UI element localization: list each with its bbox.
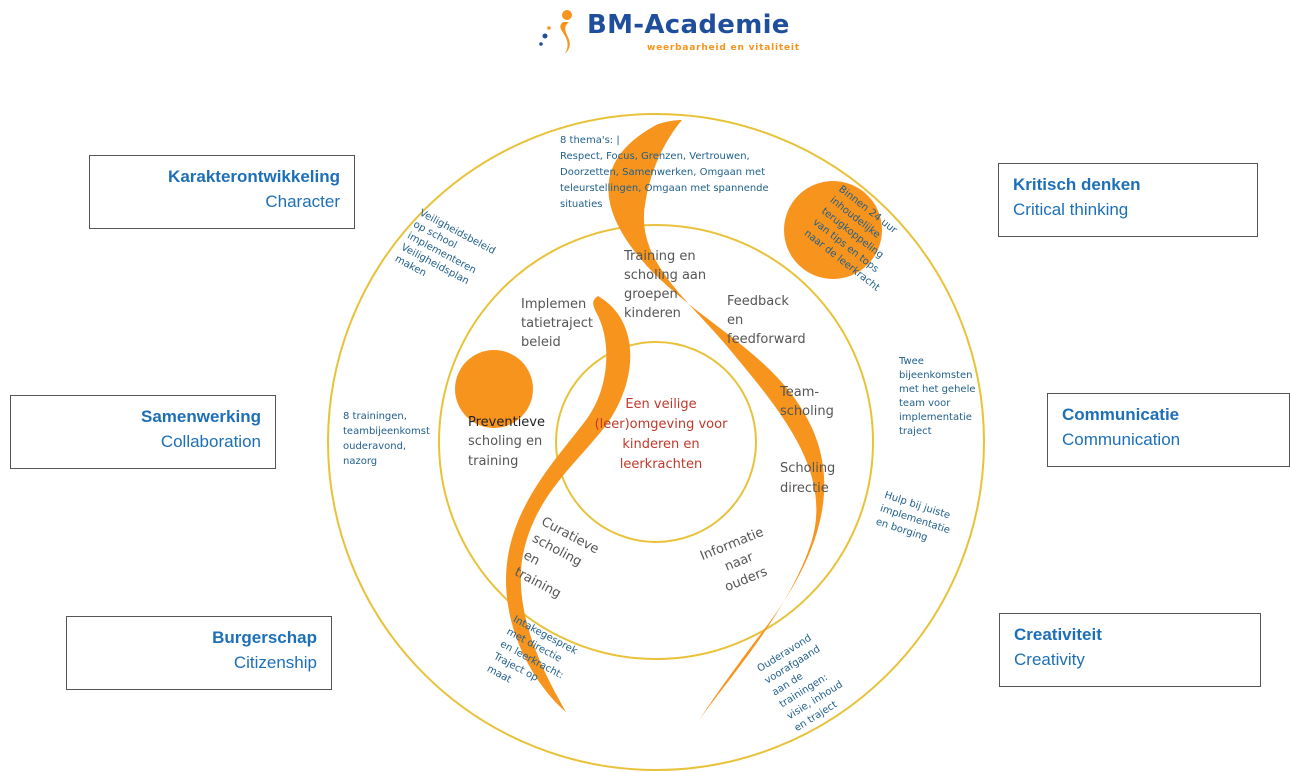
note-line: Doorzetten, Samenwerken, Omgaan met [560,167,765,178]
note-ouderavond: Ouderavond voorafgaand aan de trainingen… [755,633,844,734]
orange-swoosh-large [608,120,825,722]
note-line: Respect, Focus, Grenzen, Vertrouwen, [560,151,750,162]
label-teamscholing: Team- scholing [779,385,834,419]
note-line: situaties [560,199,602,210]
skill-box-burgerschap: Burgerschap Citizenship [66,616,332,690]
label-line: directie [780,481,829,496]
center-line: (leer)omgeving voor [595,417,728,432]
label-line: groepen [624,287,678,302]
label-line: Preventieve [468,415,545,430]
skill-box-creativiteit: Creativiteit Creativity [999,613,1261,687]
skill-box-kritisch: Kritisch denken Critical thinking [998,163,1258,237]
inner-ring [555,341,757,543]
skill-label-en: Critical thinking [1013,200,1129,219]
center-line: leerkrachten [620,457,703,472]
skill-box-karakter: Karakterontwikkeling Character [89,155,355,229]
note-line: 8 thema's: | [560,135,620,146]
center-line: kinderen en [622,437,699,452]
label-line: Team- [779,385,819,400]
skill-box-samenwerking: Samenwerking Collaboration [10,395,276,469]
note-hulp: Hulp bij juiste implementatie en borging [874,490,951,544]
center-label: Een veilige (leer)omgeving voor kinderen… [595,397,728,472]
label-line: kinderen [624,306,681,321]
skill-box-communicatie: Communicatie Communication [1047,393,1290,467]
skill-label-nl: Karakterontwikkeling [168,167,340,186]
label-implementatie: Implemen tatietraject beleid [521,297,593,350]
label-training-groepen: Training en scholing aan groepen kindere… [623,249,706,321]
note-line: Twee [898,356,924,367]
label-feedback: Feedback en feedforward [727,294,806,347]
label-line: tatietraject [521,316,593,331]
bm-academie-logo: BM-Academie weerbaarheid en vitaliteit [535,8,799,58]
note-line: implementatie [899,412,972,423]
logo-figure-icon [539,10,572,54]
label-line: feedforward [727,332,806,347]
skill-label-nl: Burgerschap [212,628,317,647]
label-line: Training en [623,249,696,264]
label-line: training [468,454,518,469]
label-line: scholing [780,404,834,419]
skill-label-nl: Samenwerking [141,407,261,426]
label-line: scholing en [468,434,542,449]
note-themas: 8 thema's: | Respect, Focus, Grenzen, Ve… [560,135,769,210]
note-line: team voor [899,398,951,409]
label-line: Feedback [727,294,789,309]
skill-label-en: Communication [1062,430,1181,449]
skill-label-en: Creativity [1014,650,1085,669]
label-line: beleid [521,335,561,350]
orange-circle-large [784,181,882,279]
skill-label-en: Citizenship [233,653,317,672]
note-line: 8 trainingen, [343,411,407,422]
skill-label-en: Collaboration [160,432,261,451]
skill-label-nl: Kritisch denken [1013,175,1141,194]
middle-ring [438,224,874,660]
note-veiligheid: Veiligheidsbeleid op school implementere… [393,208,497,288]
label-informatie: Informatie naar ouders [698,525,770,595]
note-line: nazorg [343,456,377,467]
note-line: traject [899,426,932,437]
label-line: Scholing [780,461,835,476]
logo-tagline: weerbaarheid en vitaliteit [647,43,800,53]
outer-ring [327,113,985,771]
skill-label-nl: Communicatie [1062,405,1180,424]
label-line: en [521,548,542,569]
label-line: scholing aan [624,268,706,283]
note-line: teambijeenkomst [343,426,430,437]
note-line: met het gehele [899,384,976,395]
note-twee: Twee bijeenkomsten met het gehele team v… [898,356,976,437]
label-scholing-directie: Scholing directie [780,461,835,496]
label-line: en [727,313,743,328]
note-binnen24: Binnen 24 uur inhoudelijke terugkoppelin… [802,184,900,294]
note-line: bijeenkomsten [899,370,972,381]
skill-label-nl: Creativiteit [1014,625,1102,644]
orange-swoosh-small [506,296,631,712]
center-line: Een veilige [625,397,696,412]
note-intake: Intakegesprek met directie en leerkracht… [485,614,579,685]
label-line: Implemen [521,297,586,312]
note-trainingen: 8 trainingen, teambijeenkomst ouderavond… [343,411,430,467]
skill-label-en: Character [265,192,340,211]
note-line: ouderavond, [343,441,406,452]
orange-circle-small [455,350,533,428]
note-line: teleurstellingen, Omgaan met spannende [560,183,769,194]
label-preventieve: Preventieve scholing en training [468,415,545,469]
logo-name: BM-Academie [587,10,790,40]
